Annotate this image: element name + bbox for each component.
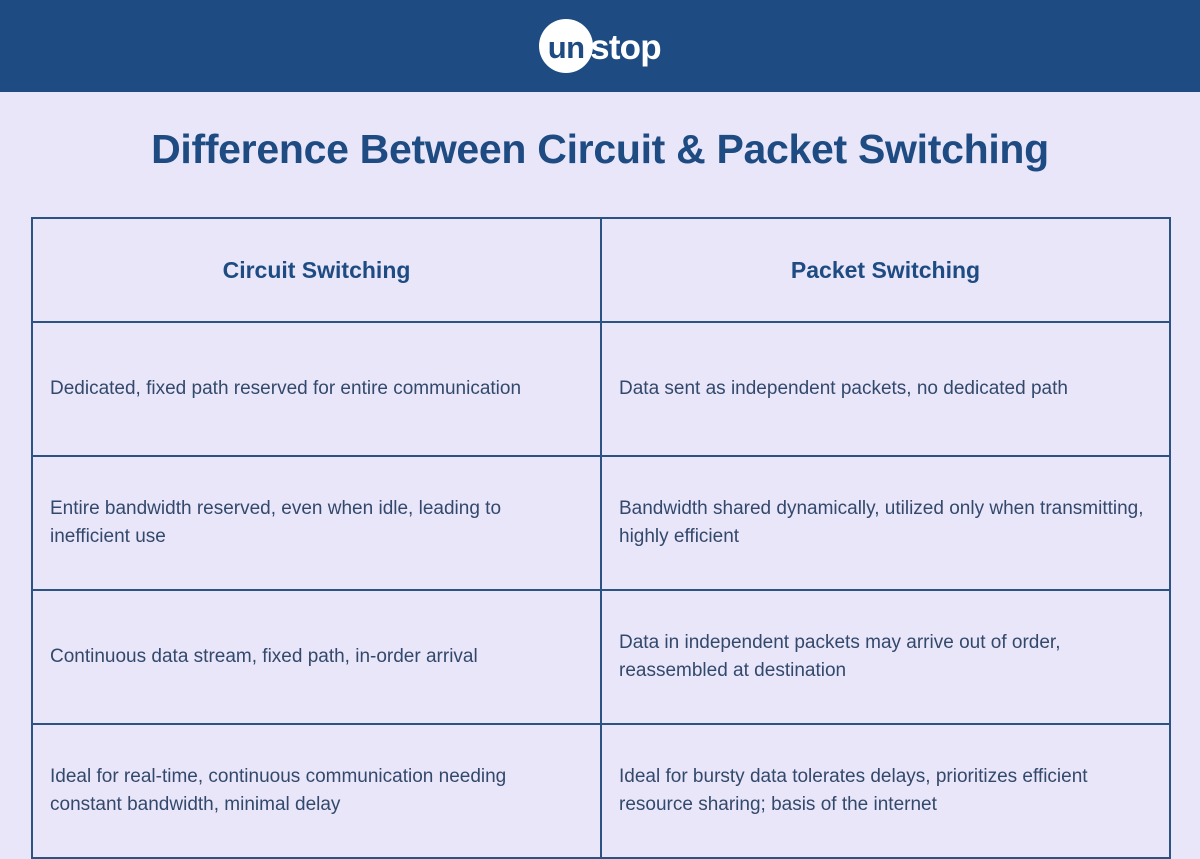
cell-packet-4: Ideal for bursty data tolerates delays, … [600,723,1171,859]
logo-circle-icon: un [539,19,594,73]
table-row: Entire bandwidth reserved, even when idl… [31,455,1171,591]
table-row: Ideal for real-time, continuous communic… [31,723,1171,859]
cell-circuit-2: Entire bandwidth reserved, even when idl… [31,455,602,591]
cell-packet-1: Data sent as independent packets, no ded… [600,321,1171,457]
cell-packet-2: Bandwidth shared dynamically, utilized o… [600,455,1171,591]
cell-packet-3: Data in independent packets may arrive o… [600,589,1171,725]
table-row: Continuous data stream, fixed path, in-o… [31,589,1171,725]
brand-header-bar: un stop [0,0,1200,92]
table-header: Circuit Switching Packet Switching [31,217,1171,323]
cell-circuit-1: Dedicated, fixed path reserved for entir… [31,321,602,457]
table-header-row: Circuit Switching Packet Switching [31,217,1171,323]
table-body: Dedicated, fixed path reserved for entir… [31,321,1171,859]
comparison-table: Circuit Switching Packet Switching Dedic… [31,217,1171,859]
page-title: Difference Between Circuit & Packet Swit… [151,126,1049,172]
logo-text-un: un [547,29,585,65]
column-header-circuit-switching: Circuit Switching [31,217,602,323]
cell-circuit-4: Ideal for real-time, continuous communic… [31,723,602,859]
cell-circuit-3: Continuous data stream, fixed path, in-o… [31,589,602,725]
column-header-packet-switching: Packet Switching [600,217,1171,323]
unstop-logo[interactable]: un stop [539,19,662,73]
table-row: Dedicated, fixed path reserved for entir… [31,321,1171,457]
logo-text-stop: stop [590,27,661,67]
